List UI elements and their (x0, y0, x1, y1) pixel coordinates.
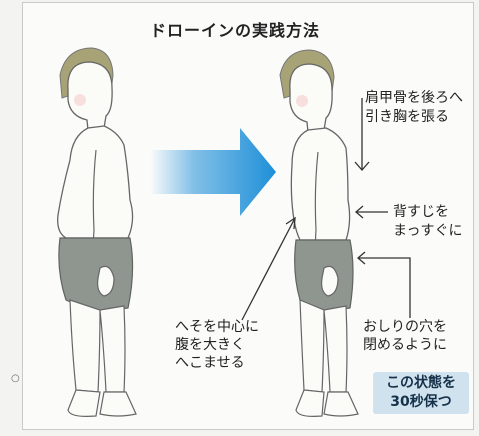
leader-lines (241, 98, 411, 321)
shoulder-leader-head (354, 161, 370, 171)
stray-dot: ○ (11, 373, 20, 384)
figure-after (279, 49, 359, 417)
annotation-straight-back: 背すじを まっすぐに (393, 204, 463, 239)
annotation-hip-squeeze: おしりの穴を 閉めるように (363, 319, 447, 353)
figure-before (57, 47, 137, 417)
diagram-title: ドローインの実践方法 (150, 21, 321, 40)
hip-leader-head (357, 251, 366, 265)
hip-leader (358, 257, 411, 318)
belly-leader-head (285, 216, 296, 230)
hold-duration-badge: この状態を 30秒保つ (373, 372, 469, 414)
back-leader-head (355, 205, 364, 219)
annotation-shoulder-blades: 肩甲骨を後ろへ 引き胸を張る (365, 90, 463, 125)
annotation-belly-draw-in: へそを中心に 腹を大きく へこませる (175, 319, 259, 371)
transition-arrow (150, 128, 276, 216)
belly-leader (241, 217, 296, 321)
